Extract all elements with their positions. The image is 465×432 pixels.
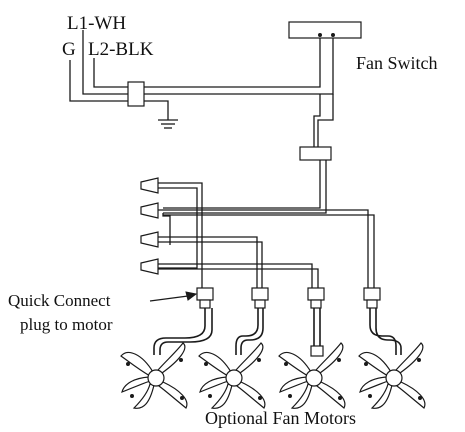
label-l1-wh: L1-WH (67, 13, 126, 34)
fan-motor-icon (120, 342, 426, 409)
label-ground: G (62, 39, 76, 60)
leader-arrow (149, 291, 198, 302)
label-plug-to-motor: plug to motor (20, 315, 113, 334)
label-fan-switch: Fan Switch (356, 53, 438, 73)
label-optional-fan-motors: Optional Fan Motors (205, 408, 356, 428)
switch-box-icon (288, 21, 362, 39)
motor-cords (153, 308, 402, 357)
ground-symbol-icon (158, 119, 178, 129)
label-l2-blk: L2-BLK (88, 39, 154, 60)
branch-wires (158, 182, 375, 288)
label-quick-connect: Quick Connect (8, 291, 111, 310)
feed-wires (163, 160, 327, 214)
wire-nut-icon (140, 177, 159, 275)
quick-connect-plug-icon[interactable] (196, 287, 381, 309)
input-junction-block-icon (127, 81, 145, 107)
switch-junction-block-icon (299, 146, 332, 161)
switch-output-wires (313, 94, 334, 148)
